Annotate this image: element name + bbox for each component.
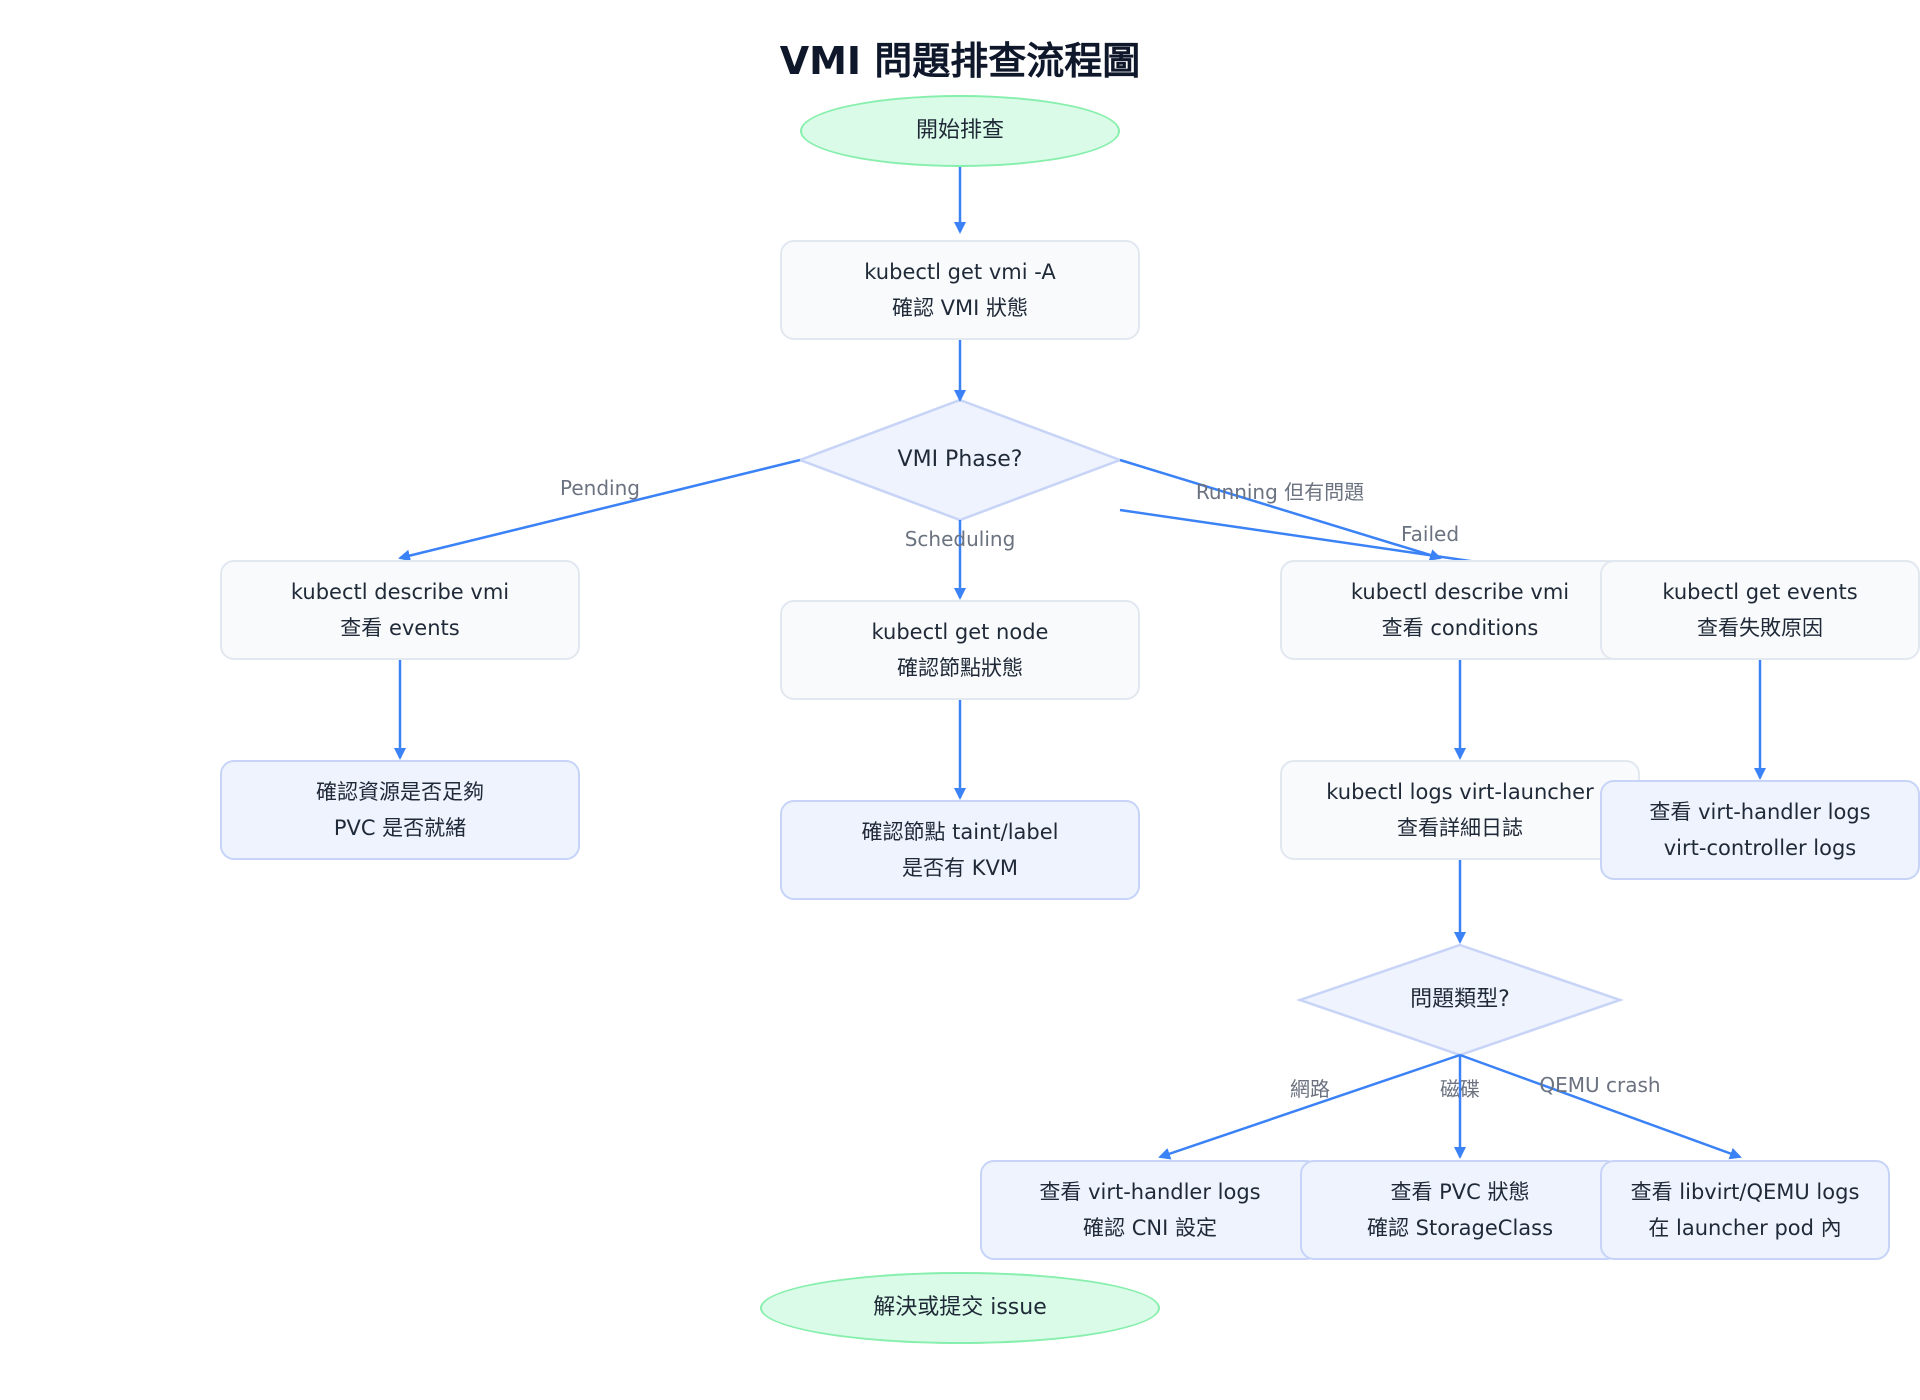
describe-vmi-events-command: kubectl describe vmi: [290, 580, 510, 604]
edge-label-disk: 磁碟: [1440, 1077, 1480, 1101]
disk-issue-node: 查看 PVC 狀態 確認 StorageClass: [1300, 1160, 1620, 1260]
end-node: 解決或提交 issue: [760, 1272, 1160, 1344]
edge-phase-pending: [398, 458, 801, 562]
issue-type-decision-label: 問題類型?: [1300, 980, 1620, 1020]
edge-issue-network: [1158, 1053, 1461, 1160]
check-taint-line2: 是否有 KVM: [902, 856, 1018, 880]
get-node-node: kubectl get node 確認節點狀態: [780, 600, 1140, 700]
get-vmi-command: kubectl get vmi -A: [864, 260, 1056, 284]
get-events-node: kubectl get events 查看失敗原因: [1600, 560, 1920, 660]
get-node-command: kubectl get node: [871, 620, 1049, 644]
describe-vmi-events-node: kubectl describe vmi 查看 events: [220, 560, 580, 660]
edge-label-scheduling: Scheduling: [904, 527, 1016, 551]
qemu-issue-line1: 查看 libvirt/QEMU logs: [1630, 1180, 1860, 1204]
disk-issue-line1: 查看 PVC 狀態: [1390, 1180, 1530, 1204]
launcher-logs-node: kubectl logs virt-launcher 查看詳細日誌: [1280, 760, 1640, 860]
start-label: 開始排查: [915, 118, 1004, 143]
network-issue-line2: 確認 CNI 設定: [1083, 1216, 1217, 1240]
describe-vmi-conditions-command: kubectl describe vmi: [1350, 580, 1570, 604]
start-node: 開始排查: [800, 95, 1120, 167]
describe-vmi-conditions-node: kubectl describe vmi 查看 conditions: [1280, 560, 1640, 660]
get-events-command: kubectl get events: [1662, 580, 1858, 604]
edge-phase-running: [1119, 458, 1442, 561]
diagram-title: VMI 問題排查流程圖: [779, 39, 1141, 83]
phase-question: VMI Phase?: [897, 447, 1023, 472]
get-vmi-node: kubectl get vmi -A 確認 VMI 狀態: [780, 240, 1140, 340]
end-label: 解決或提交 issue: [873, 1295, 1047, 1320]
edge-label-network: 網路: [1290, 1077, 1330, 1101]
network-issue-line1: 查看 virt-handler logs: [1039, 1180, 1261, 1204]
describe-vmi-events-desc: 查看 events: [340, 616, 460, 640]
check-resources-line1: 確認資源是否足夠: [316, 780, 484, 804]
launcher-logs-desc: 查看詳細日誌: [1397, 816, 1523, 840]
phase-decision-label: VMI Phase?: [800, 440, 1120, 480]
qemu-issue-node: 查看 libvirt/QEMU logs 在 launcher pod 內: [1600, 1160, 1890, 1260]
get-node-desc: 確認節點狀態: [897, 656, 1023, 680]
check-taint-node: 確認節點 taint/label 是否有 KVM: [780, 800, 1140, 900]
network-issue-node: 查看 virt-handler logs 確認 CNI 設定: [980, 1160, 1320, 1260]
handler-logs-line2: virt-controller logs: [1663, 836, 1857, 860]
get-vmi-desc: 確認 VMI 狀態: [891, 296, 1029, 320]
edge-label-qemu: QEMU crash: [1539, 1073, 1661, 1097]
issue-type-question: 問題類型?: [1410, 987, 1510, 1012]
handler-logs-node: 查看 virt-handler logs virt-controller log…: [1600, 780, 1920, 880]
disk-issue-line2: 確認 StorageClass: [1366, 1216, 1554, 1240]
qemu-issue-line2: 在 launcher pod 內: [1648, 1216, 1842, 1240]
check-resources-node: 確認資源是否足夠 PVC 是否就緒: [220, 760, 580, 860]
edge-label-failed: Failed: [1400, 522, 1460, 546]
launcher-logs-command: kubectl logs virt-launcher: [1326, 780, 1594, 804]
handler-logs-line1: 查看 virt-handler logs: [1649, 800, 1871, 824]
check-resources-line2: PVC 是否就緒: [333, 816, 467, 840]
check-taint-line1: 確認節點 taint/label: [861, 820, 1059, 844]
get-events-desc: 查看失敗原因: [1697, 616, 1823, 640]
edge-label-pending: Pending: [560, 476, 640, 500]
edge-label-running: Running 但有問題: [1195, 480, 1365, 504]
edge-issue-qemu: [1459, 1053, 1742, 1160]
describe-vmi-conditions-desc: 查看 conditions: [1381, 616, 1539, 640]
